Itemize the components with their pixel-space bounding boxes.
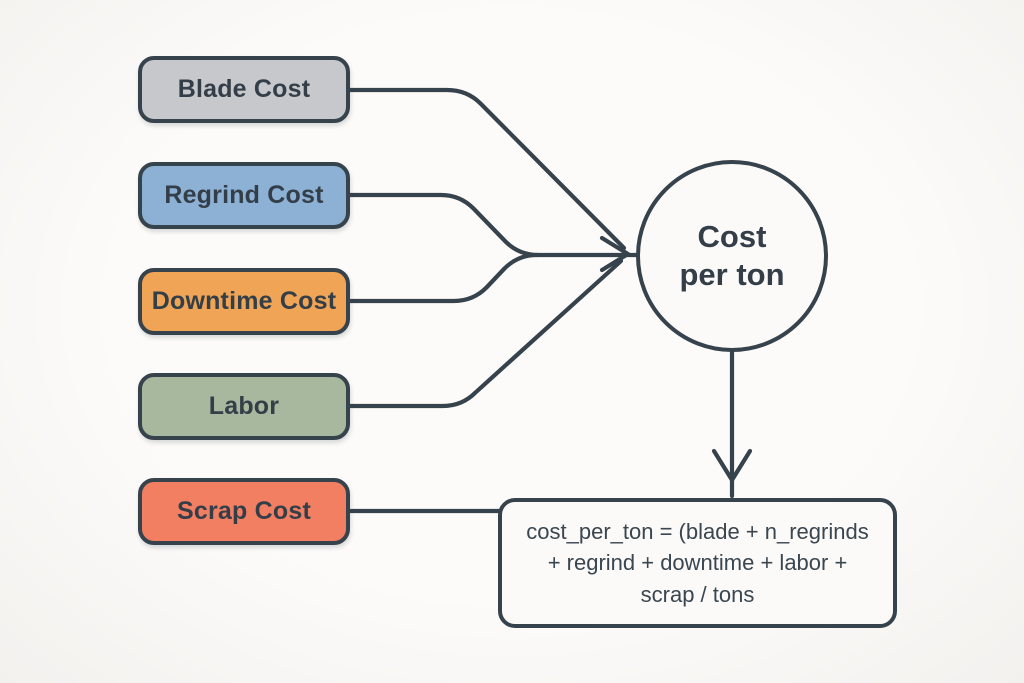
node-blade-cost: Blade Cost <box>138 56 350 123</box>
formula-line-2: + regrind + downtime + labor + <box>547 550 848 576</box>
connector-regrind-to-circle <box>347 192 639 258</box>
formula-line-3: scrap / tons <box>640 581 755 607</box>
arrowhead-into-formula <box>711 448 753 483</box>
formula-line-1: cost_per_ton = (blade + n_regrinds <box>526 519 869 545</box>
node-regrind-cost: Regrind Cost <box>138 162 350 229</box>
connector-labor-to-circle <box>347 258 624 409</box>
node-scrap-cost: Scrap Cost <box>138 478 350 545</box>
node-scrap-cost-label: Scrap Cost <box>177 497 311 525</box>
connector-blade-to-circle <box>347 87 627 251</box>
connector-downtime-to-circle <box>347 252 540 304</box>
node-cost-per-ton: Cost per ton <box>636 160 828 352</box>
node-labor-label: Labor <box>208 392 280 420</box>
arrowhead-into-circle <box>599 235 631 273</box>
node-blade-cost-label: Blade Cost <box>177 75 311 103</box>
formula-box: cost_per_ton = (blade + n_regrinds + reg… <box>498 498 897 628</box>
node-labor: Labor <box>138 373 350 440</box>
cost-per-ton-label-line2: per ton <box>679 257 785 292</box>
node-downtime-cost: Downtime Cost <box>138 268 350 335</box>
cost-per-ton-label-line1: Cost <box>697 219 767 255</box>
node-regrind-cost-label: Regrind Cost <box>164 181 324 209</box>
node-downtime-cost-label: Downtime Cost <box>151 287 337 315</box>
